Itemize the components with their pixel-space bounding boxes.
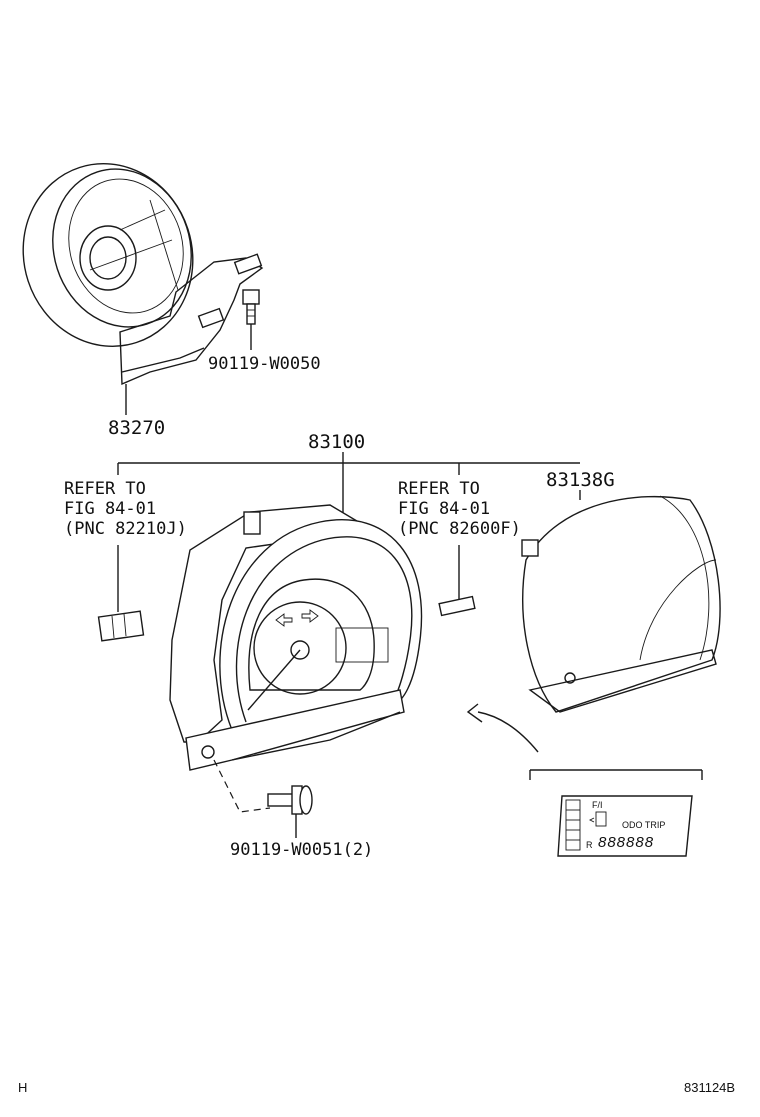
refer-left-line2: FIG 84-01 — [64, 499, 157, 519]
socket-82210j-drawing — [97, 545, 145, 642]
meter-assy-drawing — [169, 504, 423, 771]
svg-text:R: R — [586, 840, 593, 850]
refer-right-line3: (PNC 82600F) — [398, 519, 521, 539]
bulb-82600f-drawing — [438, 545, 476, 617]
lens-drawing — [521, 495, 721, 713]
gauge-hood-drawing — [22, 163, 264, 386]
inset-odo-trip: ODO TRIP — [622, 820, 666, 830]
label-bolt-w0050: 90119-W0050 — [208, 354, 321, 374]
display-inset-drawing: F/I R — [557, 795, 693, 857]
label-lens: 83138G — [546, 469, 615, 491]
refer-right-line1: REFER TO — [398, 479, 480, 499]
refer-left-line3: (PNC 82210J) — [64, 519, 187, 539]
refer-left-line1: REFER TO — [64, 479, 146, 499]
bolt-w0050-drawing — [242, 289, 260, 350]
label-meter-assy: 83100 — [308, 431, 366, 453]
meter-assy-bracket — [117, 452, 581, 520]
screw-w0051-drawing — [213, 759, 313, 838]
footer-figure-number: 831124B — [684, 1080, 736, 1095]
svg-text:F/I: F/I — [592, 800, 603, 810]
view-arrow — [466, 703, 539, 753]
label-gauge-hood: 83270 — [108, 417, 166, 439]
label-screw-w0051: 90119-W0051(2) — [230, 840, 374, 860]
footer-left-mark: H — [18, 1080, 28, 1095]
inset-bracket — [529, 769, 703, 780]
refer-right-line2: FIG 84-01 — [398, 499, 491, 519]
inset-digits: 888888 — [598, 834, 655, 851]
